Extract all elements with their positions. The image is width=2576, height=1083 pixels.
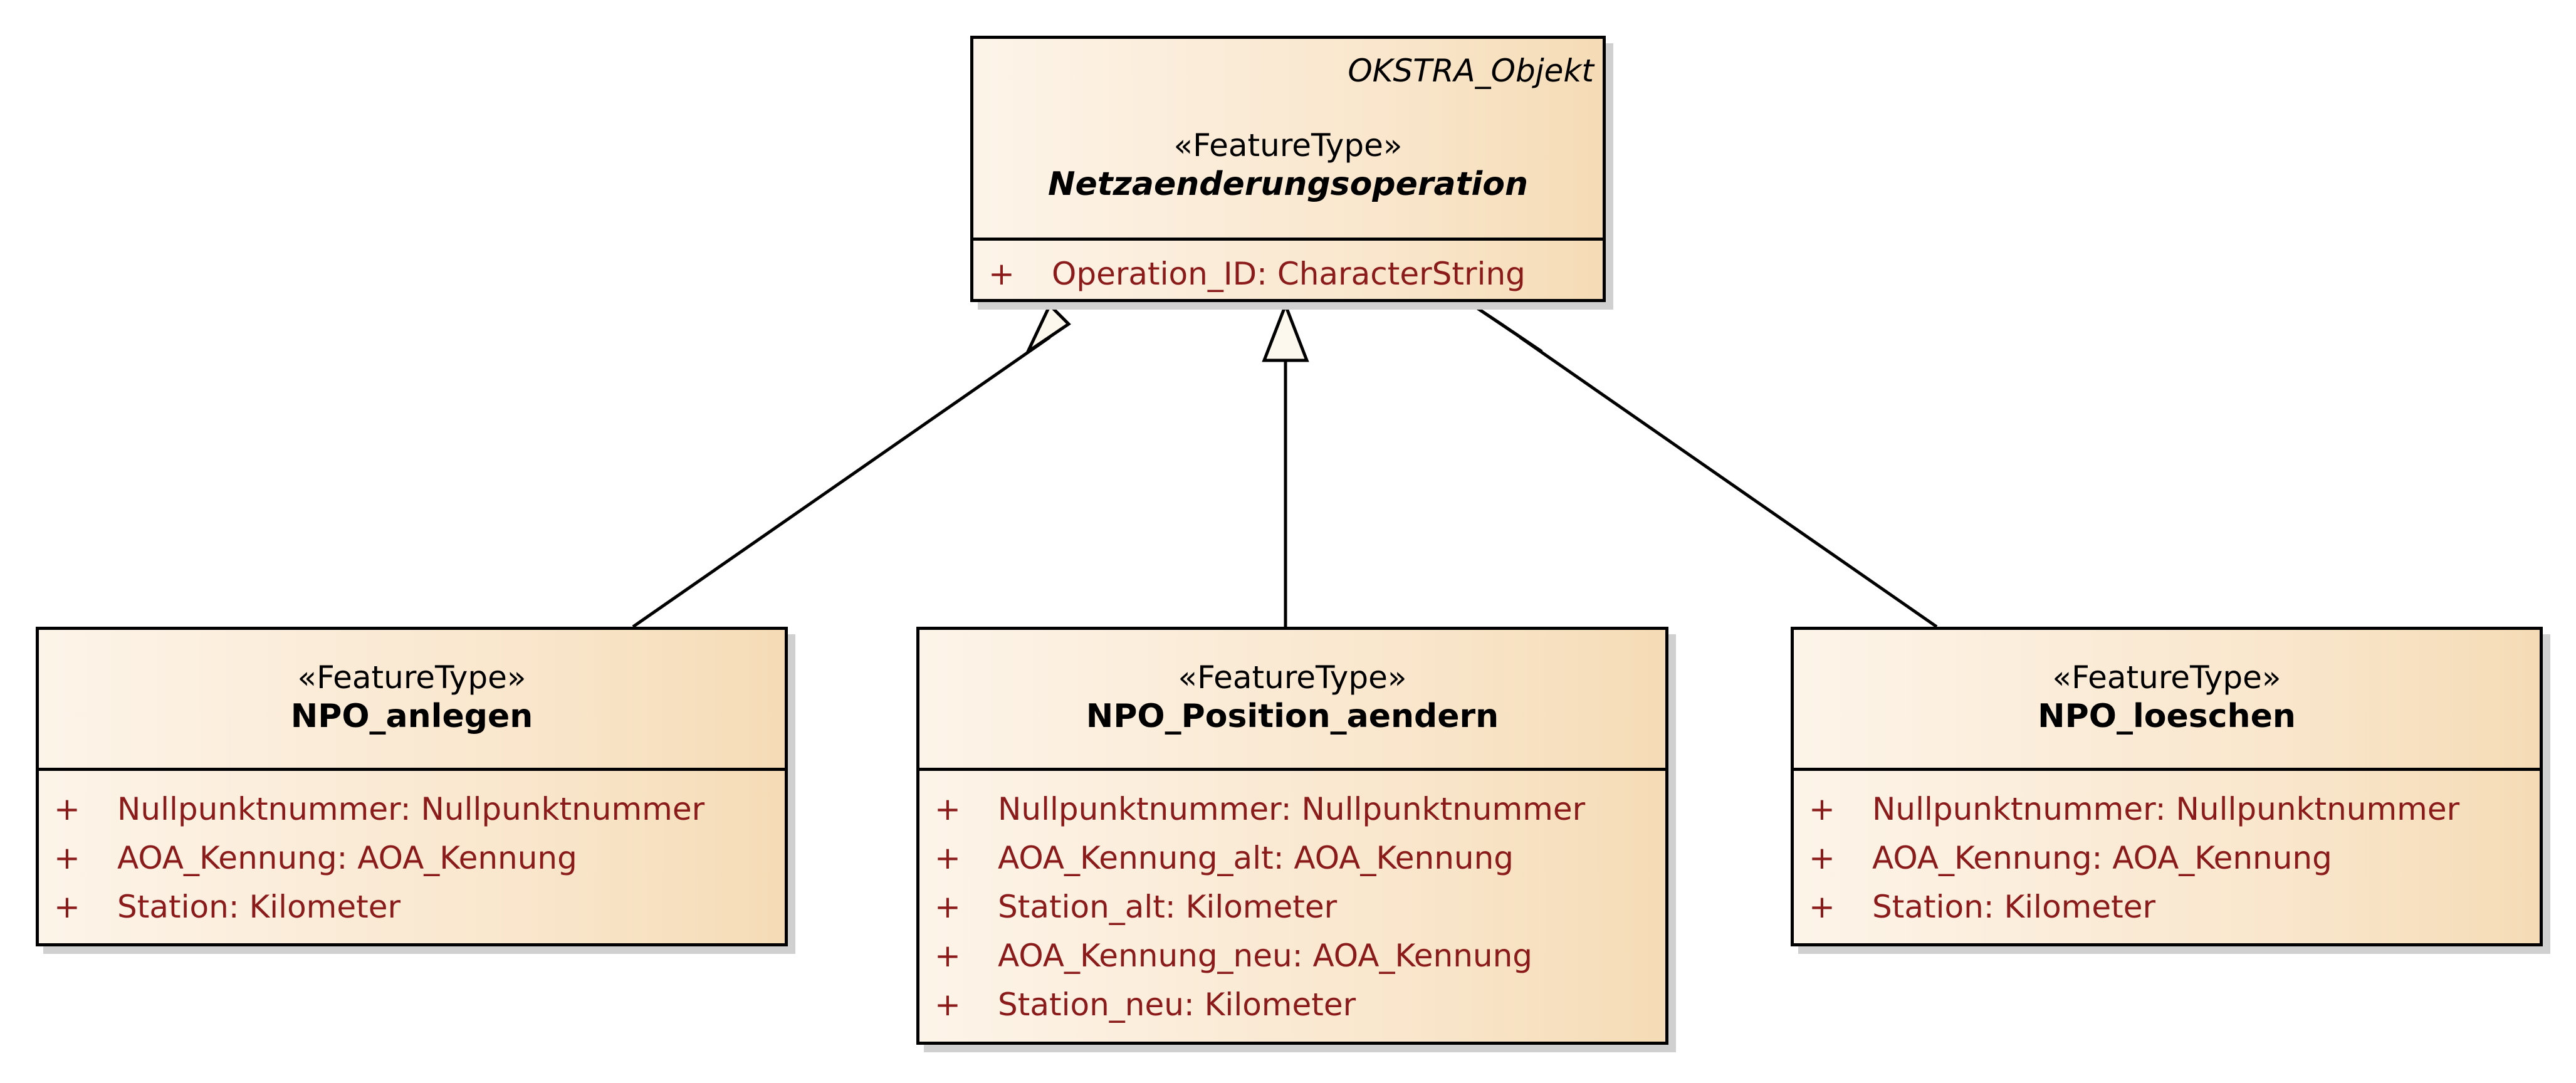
class-header: «FeatureType» NPO_Position_aendern	[919, 630, 1665, 771]
attribute-row[interactable]: + AOA_Kennung: AOA_Kennung	[1794, 834, 2540, 882]
class-header: OKSTRA_Objekt «FeatureType» Netzaenderun…	[973, 39, 1603, 241]
attribute-row[interactable]: + Operation_ID: CharacterString	[973, 249, 1603, 298]
visibility-marker: +	[935, 840, 961, 876]
attribute-text: Operation_ID: CharacterString	[1052, 256, 1526, 292]
stereotype-label: «FeatureType»	[297, 659, 526, 696]
class-npo-anlegen[interactable]: «FeatureType» NPO_anlegen + Nullpunktnum…	[36, 627, 788, 946]
class-name: NPO_Position_aendern	[1086, 698, 1499, 735]
attribute-list: + Nullpunktnummer: Nullpunktnummer + AOA…	[919, 771, 1665, 1029]
visibility-marker: +	[988, 256, 1015, 292]
attribute-text: Station: Kilometer	[1872, 889, 2156, 925]
attribute-text: Nullpunktnummer: Nullpunktnummer	[998, 791, 1586, 827]
visibility-marker: +	[935, 791, 961, 827]
attribute-row[interactable]: + Station: Kilometer	[1794, 882, 2540, 931]
visibility-marker: +	[935, 938, 961, 974]
visibility-marker: +	[935, 889, 961, 925]
attribute-text: AOA_Kennung: AOA_Kennung	[117, 840, 577, 876]
stereotype-label: «FeatureType»	[1173, 127, 1403, 164]
attribute-row[interactable]: + Station_alt: Kilometer	[919, 882, 1665, 931]
attribute-text: Station_neu: Kilometer	[998, 986, 1356, 1023]
class-npo-loeschen[interactable]: «FeatureType» NPO_loeschen + Nullpunktnu…	[1791, 627, 2543, 946]
attribute-text: Nullpunktnummer: Nullpunktnummer	[117, 791, 705, 827]
attribute-list: + Nullpunktnummer: Nullpunktnummer + AOA…	[39, 771, 785, 931]
attribute-text: AOA_Kennung: AOA_Kennung	[1872, 840, 2332, 876]
attribute-text: AOA_Kennung_alt: AOA_Kennung	[998, 840, 1514, 876]
generalization-npo-position-aendern	[1262, 301, 1309, 627]
generalization-line	[632, 335, 1051, 629]
visibility-marker: +	[54, 840, 80, 876]
generalization-npo-anlegen	[632, 302, 1071, 629]
attribute-text: Station: Kilometer	[117, 889, 401, 925]
visibility-marker: +	[935, 986, 961, 1023]
attribute-row[interactable]: + Nullpunktnummer: Nullpunktnummer	[919, 785, 1665, 834]
attribute-row[interactable]: + Station_neu: Kilometer	[919, 980, 1665, 1029]
visibility-marker: +	[54, 791, 80, 827]
generalization-npo-loeschen	[1472, 303, 1938, 629]
class-header: «FeatureType» NPO_loeschen	[1794, 630, 2540, 771]
class-npo-position-aendern[interactable]: «FeatureType» NPO_Position_aendern + Nul…	[916, 627, 1668, 1045]
visibility-marker: +	[1809, 840, 1835, 876]
class-netzaenderungsoperation[interactable]: OKSTRA_Objekt «FeatureType» Netzaenderun…	[970, 36, 1606, 302]
generalization-arrowhead-icon	[1024, 302, 1071, 357]
attribute-row[interactable]: + Station: Kilometer	[39, 882, 785, 931]
attribute-list: + Nullpunktnummer: Nullpunktnummer + AOA…	[1794, 771, 2540, 931]
generalization-arrowhead-icon	[1472, 303, 1543, 353]
class-name: Netzaenderungsoperation	[1047, 165, 1528, 203]
generalization-arrowhead-icon	[1262, 301, 1309, 362]
class-name: NPO_loeschen	[2038, 698, 2296, 735]
visibility-marker: +	[54, 889, 80, 925]
attribute-row[interactable]: + Nullpunktnummer: Nullpunktnummer	[39, 785, 785, 834]
generalization-line	[1519, 335, 1938, 629]
stereotype-label: «FeatureType»	[1178, 659, 1407, 696]
visibility-marker: +	[1809, 791, 1835, 827]
visibility-marker: +	[1809, 889, 1835, 925]
attribute-row[interactable]: + Nullpunktnummer: Nullpunktnummer	[1794, 785, 2540, 834]
class-name: NPO_anlegen	[290, 698, 533, 735]
class-header: «FeatureType» NPO_anlegen	[39, 630, 785, 771]
attribute-text: Nullpunktnummer: Nullpunktnummer	[1872, 791, 2460, 827]
attribute-text: AOA_Kennung_neu: AOA_Kennung	[998, 938, 1533, 974]
parent-class-note: OKSTRA_Objekt	[1348, 53, 1594, 89]
attribute-text: Station_alt: Kilometer	[998, 889, 1338, 925]
stereotype-label: «FeatureType»	[2052, 659, 2281, 696]
attribute-row[interactable]: + AOA_Kennung: AOA_Kennung	[39, 834, 785, 882]
attribute-row[interactable]: + AOA_Kennung_neu: AOA_Kennung	[919, 931, 1665, 980]
attribute-row[interactable]: + AOA_Kennung_alt: AOA_Kennung	[919, 834, 1665, 882]
attribute-list: + Operation_ID: CharacterString	[973, 241, 1603, 298]
